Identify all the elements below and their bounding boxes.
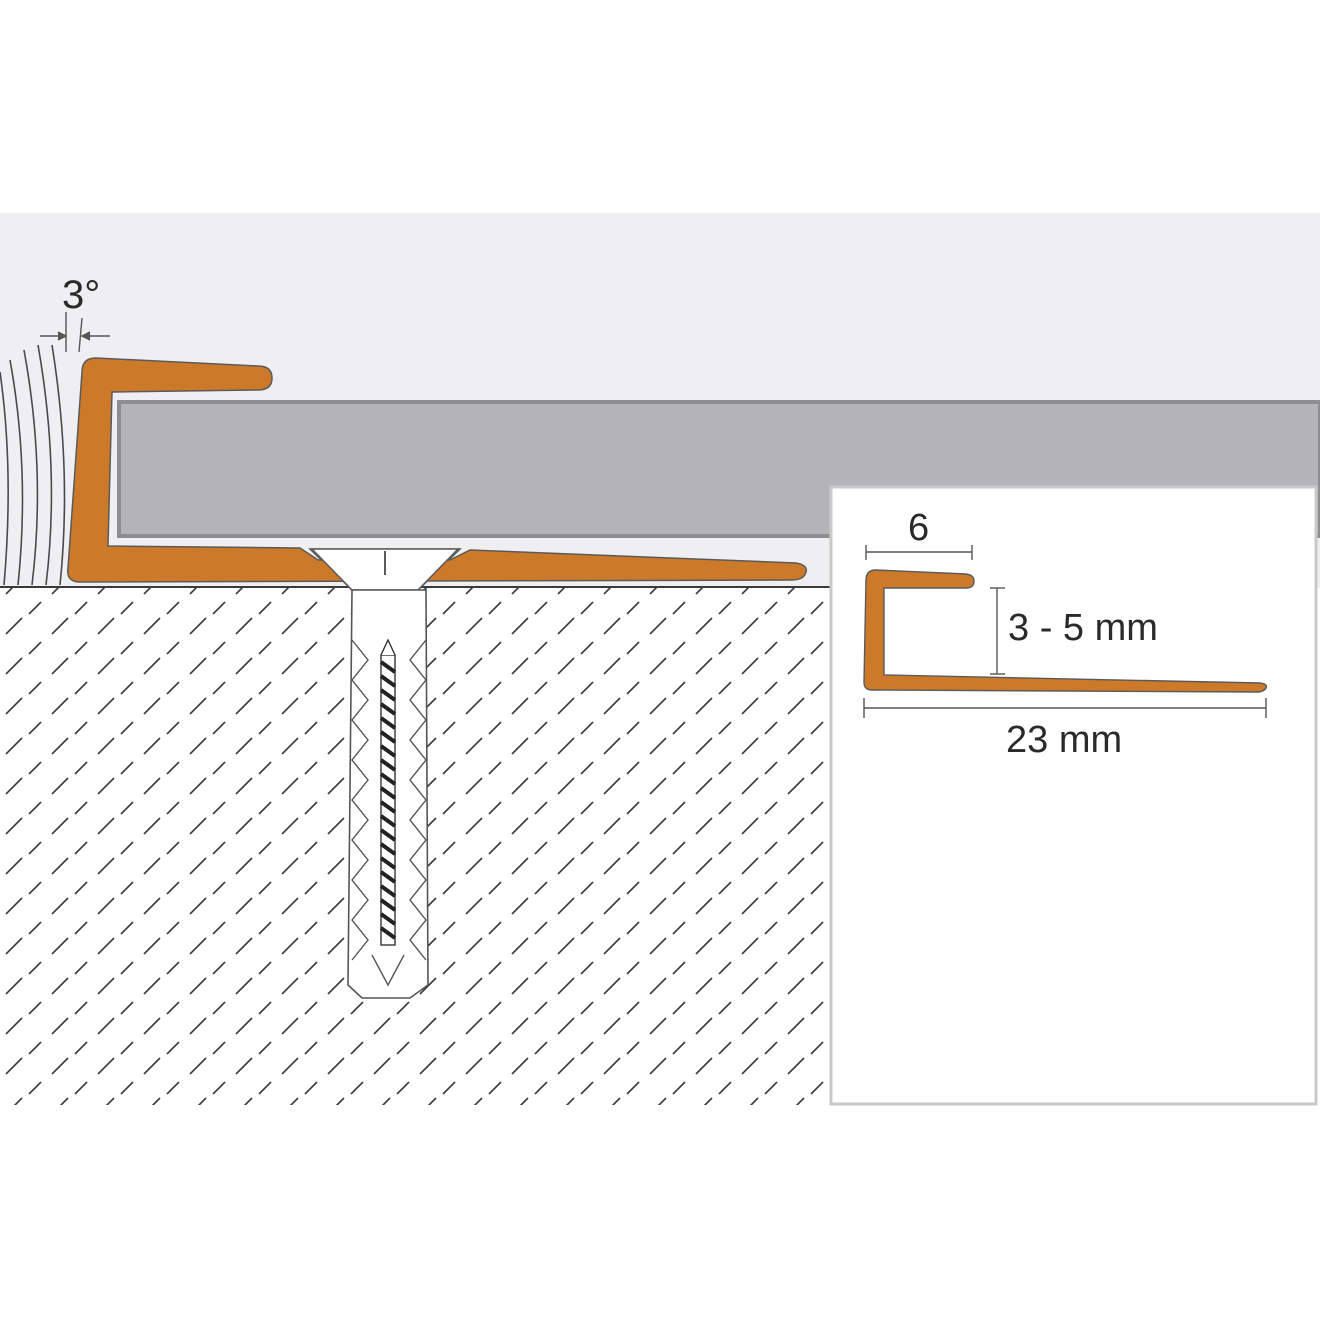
dimension-top-width: [865, 545, 973, 560]
inset-panel: [829, 485, 1318, 1106]
dimension-top-width-label: 6: [908, 507, 929, 549]
angle-annotation: [40, 312, 110, 353]
wood-wall: [0, 344, 66, 586]
dimension-total-width-label: 23 mm: [1006, 719, 1122, 761]
dimension-total-width: [863, 698, 1267, 718]
dimension-height: [990, 587, 1005, 675]
edge-profile: [67, 357, 808, 583]
wall-plug-teeth: [351, 639, 427, 987]
inset-profile: [863, 569, 1268, 693]
angle-label: 3°: [62, 273, 100, 317]
screw-thread: [379, 638, 397, 946]
dimension-height-label: 3 - 5 mm: [1008, 607, 1158, 649]
